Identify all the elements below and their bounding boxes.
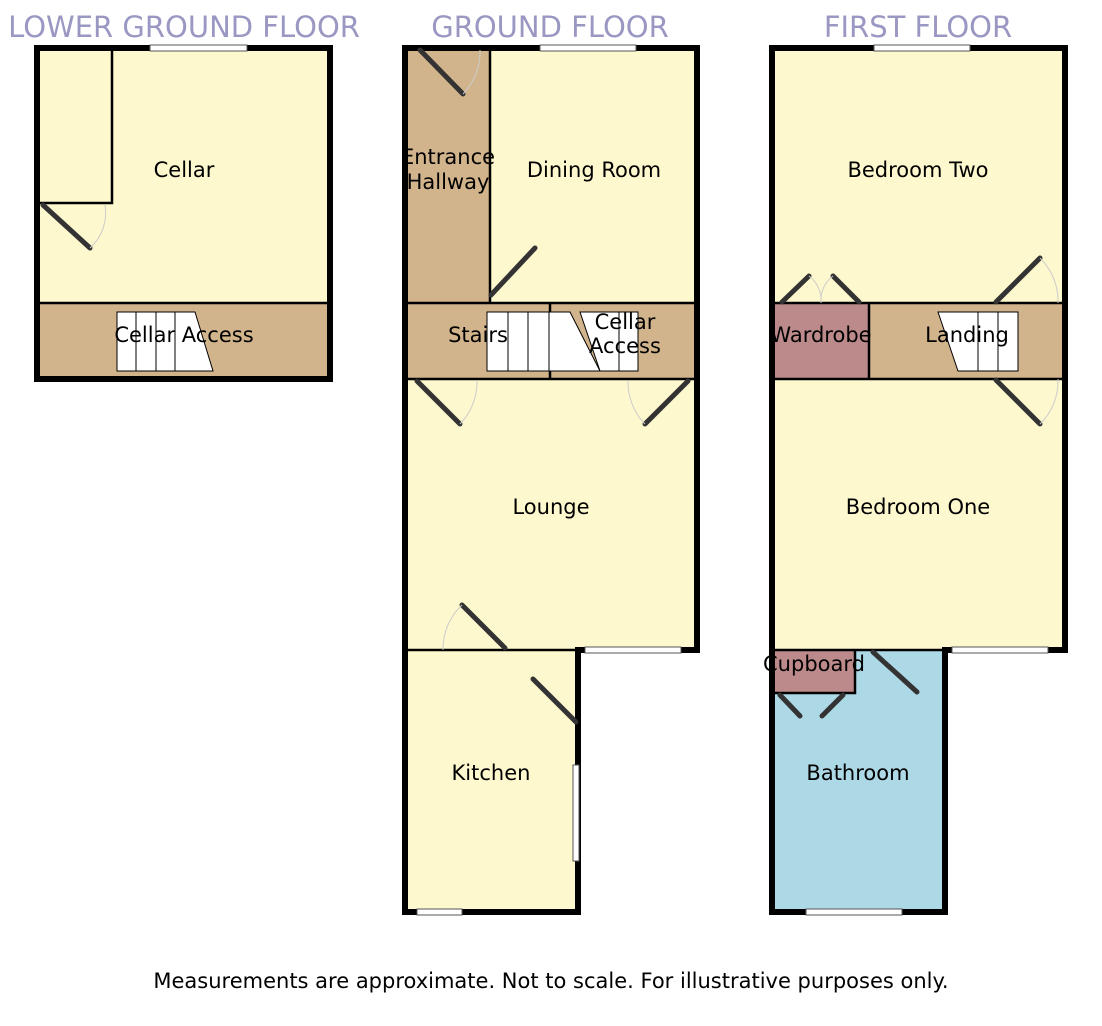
- window: [539, 44, 637, 52]
- doors: [414, 47, 691, 725]
- room-label: Kitchen: [452, 761, 531, 785]
- room-label: Cellar: [595, 310, 656, 334]
- interior-wall: [772, 650, 857, 695]
- room-label: Hallway: [407, 170, 490, 194]
- window: [951, 646, 1049, 654]
- exterior-wall: [402, 45, 700, 915]
- room-bedroom-two: [772, 48, 1065, 303]
- room-label: Lounge: [512, 495, 589, 519]
- exterior-wall: [769, 45, 1068, 915]
- room-label: Cellar Access: [114, 323, 253, 347]
- interior-wall: [40, 48, 114, 205]
- floor-title: LOWER GROUND FLOOR: [8, 10, 360, 44]
- window: [584, 646, 682, 654]
- room-label: Bathroom: [806, 761, 909, 785]
- floor-title: FIRST FLOOR: [824, 10, 1012, 44]
- window: [805, 908, 903, 916]
- room-label: Cupboard: [763, 652, 865, 676]
- room-cellar: [37, 48, 330, 303]
- door-swing: [89, 204, 107, 249]
- doors: [777, 255, 1059, 719]
- disclaimer-footer: Measurements are approximate. Not to sca…: [153, 969, 948, 993]
- room-label: Cellar: [154, 158, 215, 182]
- room-label: Entrance: [401, 145, 495, 169]
- staircase: [486, 311, 639, 372]
- window: [873, 44, 971, 52]
- room-wardrobe: [772, 303, 869, 379]
- room-label: Access: [589, 334, 661, 358]
- staircase: [937, 311, 1019, 372]
- room-label: Dining Room: [527, 158, 661, 182]
- door: [40, 202, 93, 251]
- room-label: Bedroom One: [846, 495, 990, 519]
- room-label: Stairs: [448, 323, 508, 347]
- room-label: Bedroom Two: [847, 158, 988, 182]
- window: [149, 44, 248, 52]
- window: [572, 764, 580, 862]
- room-entrance-hallway: [405, 48, 490, 303]
- staircase: [116, 311, 214, 372]
- first-floor: FIRST FLOOR Bedroom Two Wardrobe Landing…: [763, 10, 1068, 916]
- room-label: Landing: [925, 323, 1009, 347]
- floor-title: GROUND FLOOR: [431, 10, 669, 44]
- window: [416, 908, 463, 916]
- lower-ground-floor: LOWER GROUND FLOOR Cellar Cellar Access: [8, 10, 360, 382]
- room-label: Wardrobe: [770, 323, 871, 347]
- ground-floor: GROUND FLOOR Entrance Hallway Dining Roo…: [401, 10, 700, 916]
- room-cupboard: [772, 650, 855, 693]
- room-bedroom-one: [772, 379, 1065, 650]
